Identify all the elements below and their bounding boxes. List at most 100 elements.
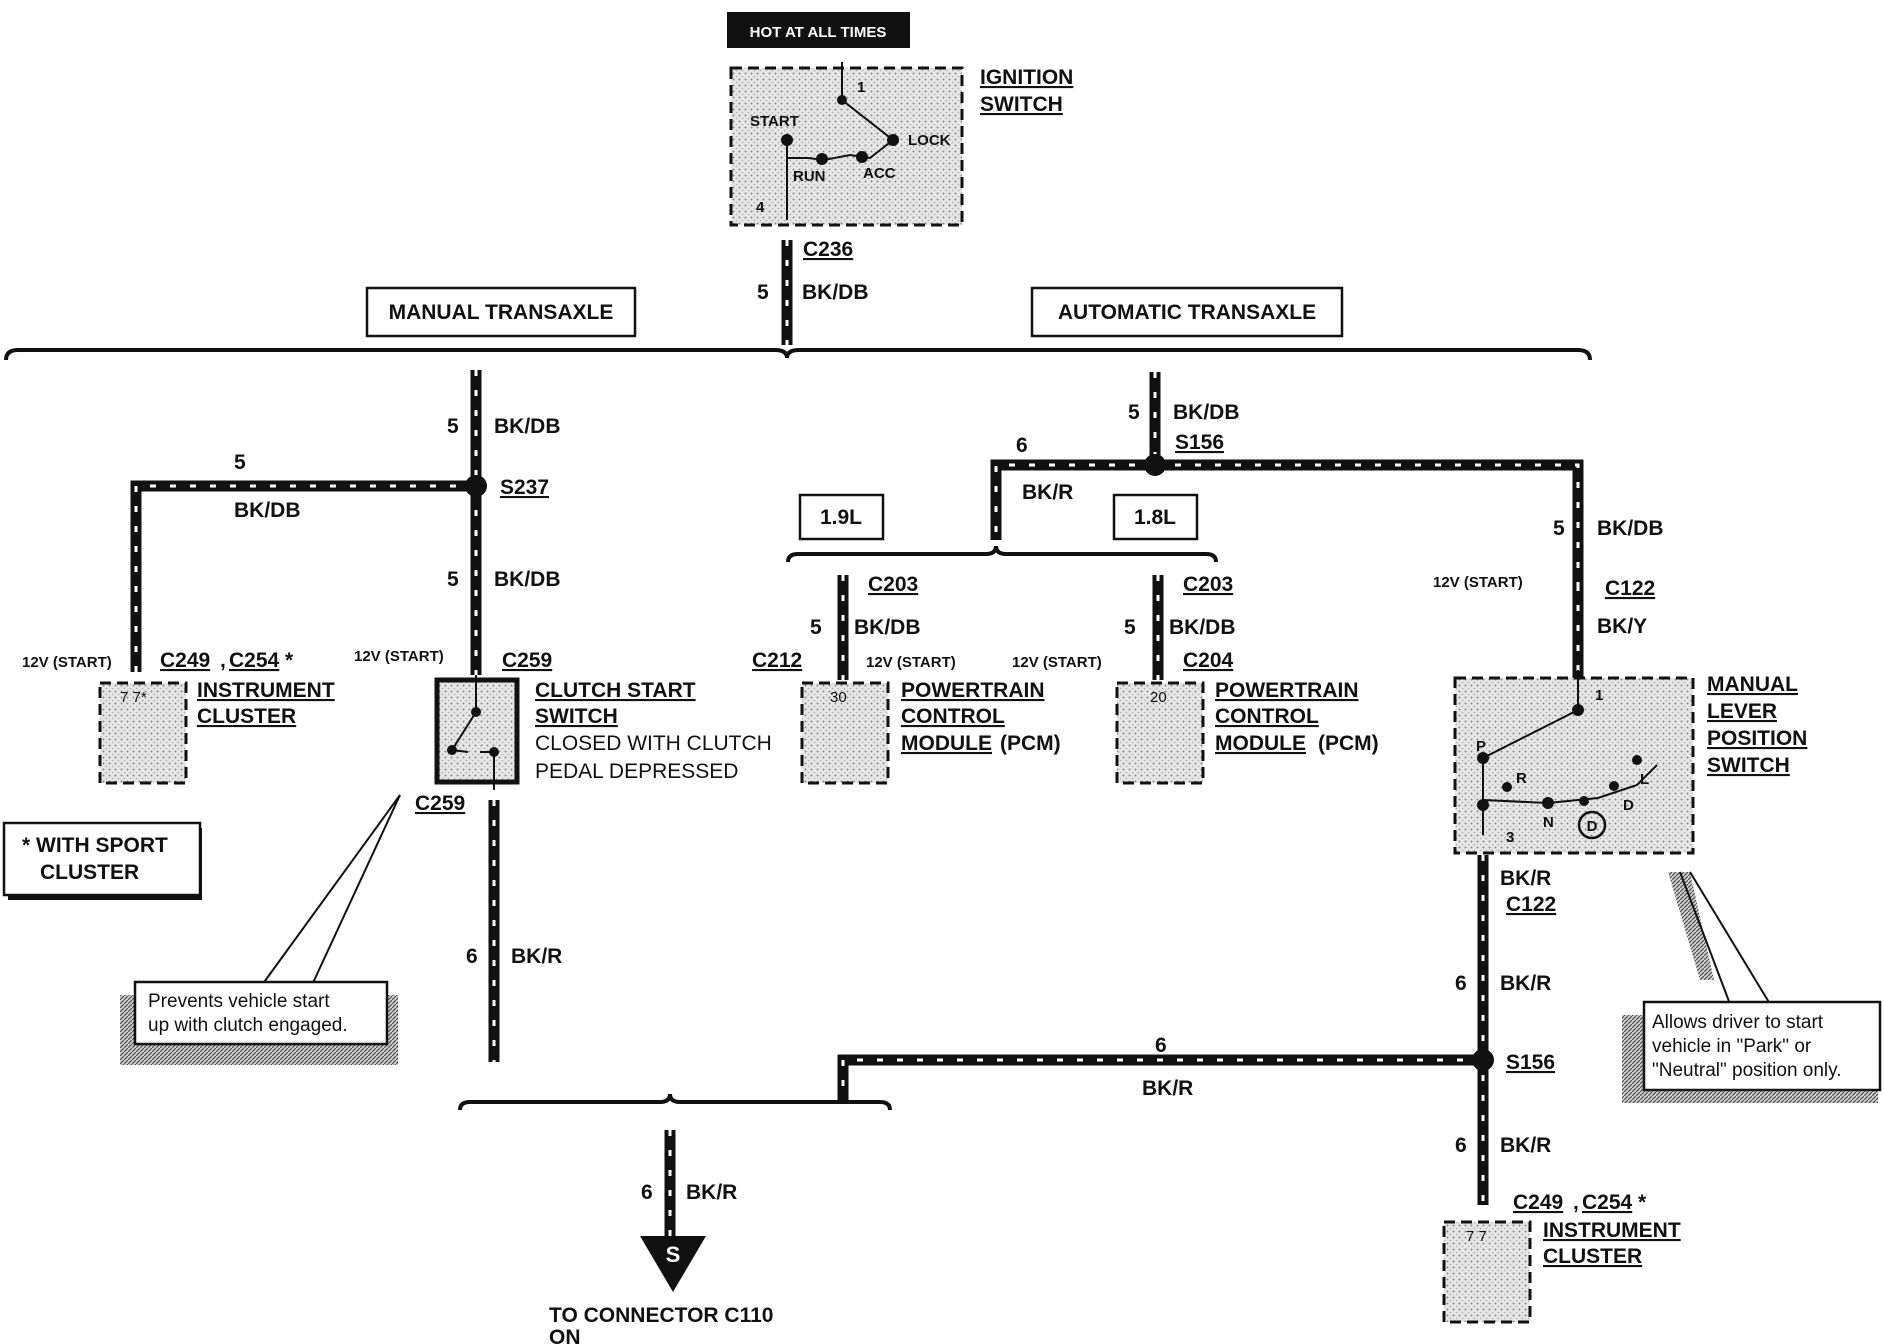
ignition-pos-acc: ACC [863,165,896,182]
clutch-switch-desc-1: CLOSED WITH CLUTCH [535,732,772,755]
ignition-contact-1 [837,95,847,105]
engine-1-9l-label: 1.9L [820,506,862,529]
mlps-pos-r: R [1516,770,1527,787]
engine-1-8l-label: 1.8L [1134,506,1176,529]
manual-transaxle-box [365,286,637,338]
output-symbol: S [666,1242,681,1267]
engine-1-8l-box [1112,493,1199,541]
ignition-contact-run [816,153,828,165]
manual-left-color: BK/DB [234,499,301,522]
engine-brace [786,545,1218,563]
clutch-callout: Prevents vehicle start up with clutch en… [120,794,401,1065]
auto-instrument-cluster-box [1442,1220,1532,1324]
main-feed-circuit: 5 [757,281,769,304]
pcm-b-pin: 20 [1150,689,1167,706]
mlps-callout-line-1: Allows driver to start [1652,1012,1824,1033]
clutch-switch-voltage: 12V (START) [354,648,444,665]
mlps-pin-3: 3 [1506,829,1514,846]
ignition-contact-lock [887,134,899,146]
clutch-switch-desc-2: PEDAL DEPRESSED [535,760,738,783]
manual-ic-connector-star: * [285,649,294,672]
mlps-title-2: LEVER [1707,700,1777,723]
auto-down-color: BK/R [1500,972,1551,995]
mlps-callout-line-3: "Neutral" position only. [1652,1060,1842,1081]
connector-c236: C236 [803,238,853,261]
ignition-pos-run: RUN [793,168,826,185]
pcm-a-title-3: MODULE [901,732,992,755]
manual-out-color: BK/R [511,945,562,968]
mlps-callout: Allows driver to start vehicle in "Park"… [1622,871,1882,1103]
pcm-1-9l-box [800,681,890,785]
pcm-a-circuit: 5 [810,616,822,639]
output-circuit-color: BK/R [686,1181,737,1204]
transaxle-brace [4,348,1592,361]
manual-down-circuit: 5 [447,568,459,591]
auto-ic-title-1: INSTRUMENT [1543,1219,1681,1242]
ignition-switch-title-2: SWITCH [980,93,1063,116]
main-feed: C236 5 BK/DB MANUAL TRANSAXLE AUTOMATIC … [4,238,1592,361]
auto-ic-title-2: CLUSTER [1543,1245,1642,1268]
auto-right-color: BK/DB [1597,517,1664,540]
automatic-transaxle-box [1030,286,1344,338]
splice-s237-label: S237 [500,476,549,499]
manual-ic-title-1: INSTRUMENT [197,679,335,702]
pcm-a-title-1: POWERTRAIN [901,679,1045,702]
output-brace [458,1093,892,1111]
mlps-pos-od: D [1587,818,1598,835]
auto-ic-connector-a: C249 [1513,1191,1563,1214]
manual-ic-pins: 7 7* [120,689,147,706]
output-destination-2: ON [549,1326,581,1344]
auto-merge-color: BK/R [1142,1077,1193,1100]
output-destination-1: TO CONNECTOR C110 [549,1304,773,1327]
pcm-b-connector-c204: C204 [1183,649,1234,672]
pcm-b-voltage: 12V (START) [1012,654,1102,671]
manual-ic-title-2: CLUSTER [197,705,296,728]
mlps-title-1: MANUAL [1707,673,1798,696]
automatic-transaxle-circuit: 5 BK/DB S156 6 BK/R 5 BK/DB 1.9L 1.8L C2… [752,372,1807,1324]
manual-top-circuit: 5 [447,415,459,438]
clutch-switch-connector-top: C259 [502,649,552,672]
sport-note-line-2: CLUSTER [40,861,139,884]
auto-top-color: BK/DB [1173,401,1240,424]
auto-down-circuit: 6 [1455,972,1467,995]
ignition-pos-lock: LOCK [908,132,951,149]
manual-top-color: BK/DB [494,415,561,438]
output-circuit: 6 BK/R S TO CONNECTOR C110 ON [458,1093,892,1344]
pcm-a-color: BK/DB [854,616,921,639]
pcm-b-connector-c203: C203 [1183,573,1233,596]
splice-s156 [1472,1049,1494,1071]
clutch-callout-line-2: up with clutch engaged. [148,1015,348,1036]
manual-out-circuit: 6 [466,945,478,968]
pcm-b-title-3b: (PCM) [1318,732,1379,755]
mlps-voltage: 12V (START) [1433,574,1523,591]
pcm-b-title-2: CONTROL [1215,705,1319,728]
manual-ic-connector-b: C254 [229,649,280,672]
manual-ic-connector-a: C249 [160,649,210,672]
clutch-switch-title-1: CLUTCH START [535,679,696,702]
auto-ic-connector-b: C254 [1582,1191,1633,1214]
splice-s156-label: S156 [1506,1051,1555,1074]
pcm-a-pin: 30 [830,689,847,706]
manual-transaxle-circuit: 5 BK/DB S237 5 BK/DB 5 BK/DB 12V (START)… [22,370,772,1062]
clutch-switch-title-2: SWITCH [535,705,618,728]
main-feed-color: BK/DB [802,281,869,304]
auto-ic-connector-sep: , [1573,1191,1579,1214]
manual-ic-voltage: 12V (START) [22,654,112,671]
mlps-input-color: BK/Y [1597,615,1647,638]
manual-left-circuit: 5 [234,451,246,474]
mlps-connector-c122-bottom: C122 [1506,893,1556,916]
mlps-overdrive-icon [1577,810,1607,840]
mlps-callout-line-2: vehicle in "Park" or [1652,1036,1812,1057]
ignition-pin-4: 4 [756,199,765,216]
manual-ic-connector-sep: , [220,649,226,672]
pcm-b-title-3: MODULE [1215,732,1306,755]
splice-s271-label: S156 [1175,431,1224,454]
pcm-a-title-3b: (PCM) [1000,732,1061,755]
pcm-1-8l-box [1115,681,1205,785]
manual-instrument-cluster-box [98,681,188,785]
mlps-output-color: BK/R [1500,867,1551,890]
mlps-pos-p: P [1476,738,1486,755]
auto-left-color: BK/R [1022,481,1073,504]
auto-top-circuit: 5 [1128,401,1140,424]
